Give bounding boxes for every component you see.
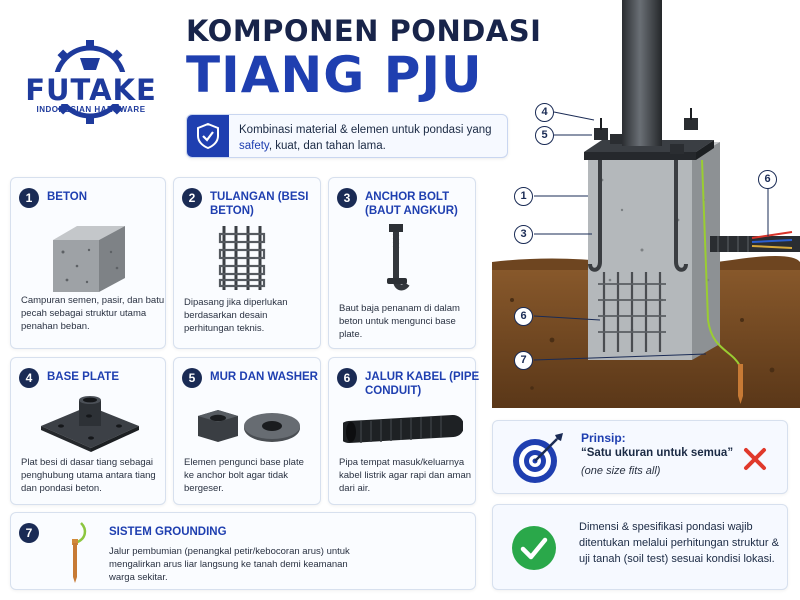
principle-quote: “Satu ukuran untuk semua” [581, 447, 734, 459]
cross-icon [744, 448, 766, 470]
component-card-anchor-bolt: 3 ANCHOR BOLT (BAUT ANGKUR) Baut baja pe… [328, 177, 476, 349]
brand-name: FUTAKE [25, 73, 157, 107]
conclusion-box: Dimensi & spesifikasi pondasi wajib dite… [492, 504, 788, 590]
target-icon [513, 433, 563, 483]
callout-7: 7 [514, 351, 533, 370]
callout-3: 3 [514, 225, 533, 244]
foundation-diagram [492, 0, 800, 408]
card-number: 4 [19, 368, 39, 388]
card-title: BASE PLATE [47, 371, 119, 383]
card-title: ANCHOR BOLT (BAUT ANGKUR) [365, 191, 458, 217]
card-description: Campuran semen, pasir, dan batu pecah se… [21, 295, 165, 332]
shield-check-icon [187, 115, 229, 157]
intro-box: Kombinasi material & elemen untuk pondas… [186, 114, 508, 158]
card-description: Jalur pembumian (penangkal petir/kebocor… [109, 546, 350, 583]
callout-6-conduit: 6 [758, 170, 777, 189]
card-number: 6 [337, 368, 357, 388]
component-card-beton: 1 BETON Campuran semen, pasir, dan batu … [10, 177, 166, 349]
anchor-bolt-icon [387, 224, 410, 291]
callout-6-rebar: 6 [514, 307, 533, 326]
conclusion-text: Dimensi & spesifikasi pondasi wajib dite… [579, 521, 779, 565]
card-title: TULANGAN (BESI BETON) [210, 191, 309, 217]
card-number: 2 [182, 188, 202, 208]
card-title: SISTEM GROUNDING [109, 526, 227, 538]
card-description: Pipa tempat masuk/keluarnya kabel listri… [339, 457, 472, 494]
base-plate-icon [41, 396, 139, 452]
component-card-jalur-kabel: 6 JALUR KABEL (PIPE CONDUIT) Pipa tempat… [328, 357, 479, 505]
rebar-cage-icon [218, 226, 266, 290]
component-card-grounding: 7 SISTEM GROUNDING Jalur pembumian (pena… [10, 512, 476, 590]
intro-highlight: safety [239, 140, 269, 152]
concrete-block-icon [53, 226, 125, 292]
intro-text: Kombinasi material & elemen untuk pondas… [239, 124, 492, 152]
brand-logo: FUTAKE INDONESIAN HARDWARE [10, 30, 170, 130]
principle-box: Prinsip: “Satu ukuran untuk semua” (one … [492, 420, 788, 494]
component-card-tulangan: 2 TULANGAN (BESI BETON) Dipasang jika di… [173, 177, 321, 349]
check-circle-icon [512, 526, 556, 570]
principle-english: (one size fits all) [581, 465, 661, 477]
component-card-base-plate: 4 BASE PLATE Plat besi di dasar tiang se… [10, 357, 166, 505]
callout-4: 4 [535, 103, 554, 122]
card-number: 1 [19, 188, 39, 208]
conduit-pipe-icon [343, 415, 463, 443]
brand-tagline: INDONESIAN HARDWARE [36, 105, 146, 114]
card-title: JALUR KABEL (PIPE CONDUIT) [365, 371, 480, 397]
page-title-line1: KOMPONEN PONDASI [186, 14, 542, 48]
principle-heading: Prinsip: [581, 431, 626, 445]
card-title: BETON [47, 191, 88, 203]
card-title: MUR DAN WASHER [210, 371, 318, 383]
card-number: 3 [337, 188, 357, 208]
card-description: Baut baja penanam di dalam beton untuk m… [339, 303, 460, 340]
card-description: Dipasang jika diperlukan berdasarkan des… [184, 297, 288, 334]
card-number: 7 [19, 523, 39, 543]
card-number: 5 [182, 368, 202, 388]
component-card-mur-washer: 5 MUR DAN WASHER Elemen pengunci base pl… [173, 357, 321, 505]
callout-5: 5 [535, 126, 554, 145]
card-description: Plat besi di dasar tiang sebagai penghub… [21, 457, 156, 494]
foundation-illustration: 4 5 1 3 6 7 6 [492, 0, 800, 408]
callout-1: 1 [514, 187, 533, 206]
nut-washer-icon [198, 410, 300, 442]
grounding-rod-icon [72, 522, 87, 583]
card-description: Elemen pengunci base plate ke anchor bol… [184, 457, 304, 494]
gear-emblem-icon [30, 40, 150, 124]
page-title-line2: TIANG PJU [186, 46, 483, 104]
